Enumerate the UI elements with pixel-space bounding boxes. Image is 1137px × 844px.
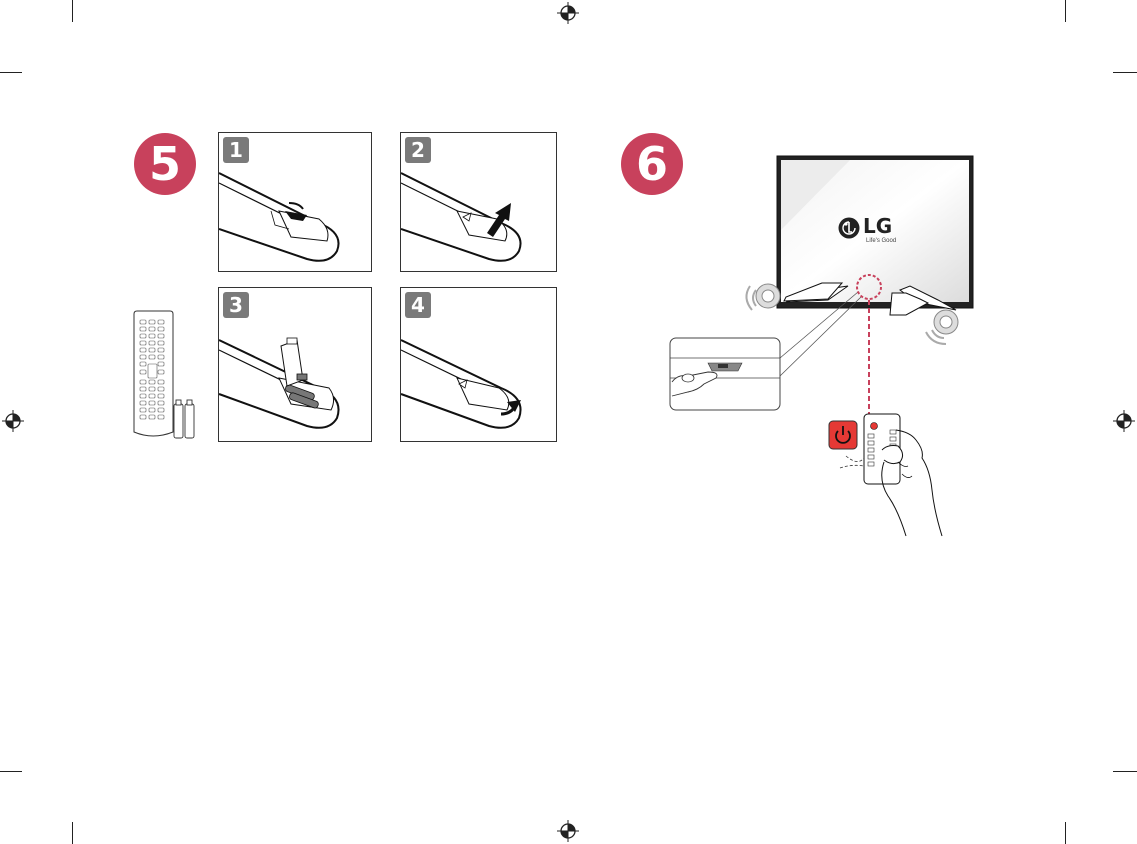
registration-mark-icon	[557, 820, 579, 842]
step-5-number: 5	[134, 133, 196, 195]
panel-badge-1: 1	[223, 137, 249, 163]
tv-brand: LG	[863, 214, 893, 238]
speaker-icon	[745, 283, 781, 311]
registration-mark-icon	[1113, 410, 1135, 432]
panel-badge-3: 3	[223, 292, 249, 318]
instruction-panel-1: 1	[218, 132, 372, 272]
instruction-panel-4: 4	[400, 287, 557, 442]
crop-mark	[72, 822, 73, 844]
crop-mark	[72, 0, 73, 22]
tv-slogan: Life's Good	[866, 238, 897, 244]
speaker-icon	[925, 309, 959, 345]
remote-back-illustration	[219, 172, 340, 262]
registration-mark-icon	[557, 2, 579, 24]
crop-mark	[0, 771, 22, 772]
crop-mark	[1065, 0, 1066, 22]
instruction-panel-3: 3	[218, 287, 372, 442]
sensor-indicator	[856, 274, 882, 420]
lg-logo-icon	[838, 217, 860, 239]
panel-badge-4: 4	[405, 292, 431, 318]
remote-cover-open-illustration	[401, 172, 522, 262]
remote-cover-close-illustration	[401, 339, 522, 429]
battery-insert-illustration	[219, 337, 340, 429]
step-6-number: 6	[621, 133, 683, 195]
power-icon	[828, 420, 858, 450]
hand-remote-illustration	[839, 413, 943, 537]
remote-control-illustration	[133, 310, 195, 439]
crop-mark	[1113, 72, 1137, 73]
panel-badge-2: 2	[405, 137, 431, 163]
crop-mark	[0, 72, 22, 73]
registration-mark-icon	[2, 410, 24, 432]
tv-illustration	[776, 155, 974, 311]
crop-mark	[1113, 771, 1137, 772]
tv-stand-illustration	[783, 282, 930, 316]
sensor-callout-illustration	[669, 291, 863, 411]
instruction-panel-2: 2	[400, 132, 557, 272]
crop-mark	[1065, 822, 1066, 844]
